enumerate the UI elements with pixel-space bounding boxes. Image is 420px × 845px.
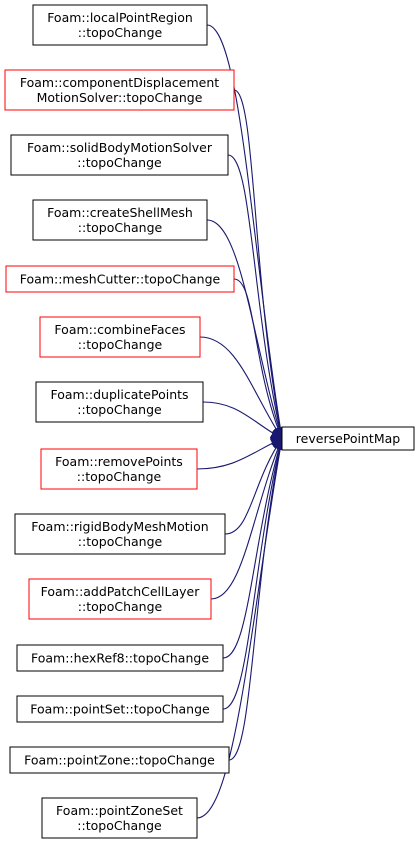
caller-node[interactable]: Foam::combineFaces::topoChange — [39, 316, 201, 358]
caller-node-label: Foam::rigidBodyMeshMotion — [31, 519, 208, 534]
caller-node-box — [16, 695, 224, 723]
call-edge — [228, 439, 282, 761]
caller-node-label: MotionSolver::topoChange — [37, 90, 203, 105]
caller-node-label: Foam::addPatchCellLayer — [41, 584, 201, 599]
call-edge — [222, 439, 282, 659]
caller-node-box — [32, 199, 208, 241]
caller-node-label: ::topoChange — [77, 818, 162, 833]
call-edge — [199, 336, 282, 439]
caller-node-label: ::topoChange — [78, 534, 163, 549]
caller-node[interactable]: Foam::pointSet::topoChange — [16, 695, 224, 723]
caller-node-label: Foam::pointZone::topoChange — [24, 753, 215, 768]
caller-node-label: Foam::componentDisplacement — [20, 75, 219, 90]
caller-node-label: Foam::meshCutter::topoChange — [20, 272, 221, 287]
caller-node[interactable]: Foam::removePoints::topoChange — [40, 448, 198, 490]
caller-node-label: Foam::hexRef8::topoChange — [31, 651, 209, 666]
caller-node-box — [39, 316, 201, 358]
caller-node-box — [5, 265, 235, 293]
caller-node-box — [4, 69, 235, 111]
target-node-label: reversePointMap — [296, 431, 400, 446]
nodes-layer: Foam::localPointRegion::topoChangeFoam::… — [4, 4, 235, 839]
caller-node-box — [10, 134, 229, 176]
call-edge — [224, 439, 282, 535]
call-edge — [202, 401, 282, 439]
call-edge — [206, 24, 282, 439]
caller-node-label: Foam::createShellMesh — [47, 205, 193, 220]
caller-node[interactable]: Foam::solidBodyMotionSolver::topoChange — [10, 134, 229, 176]
caller-node-label: ::topoChange — [78, 25, 163, 40]
caller-node[interactable]: Foam::createShellMesh::topoChange — [32, 199, 208, 241]
caller-node-box — [14, 513, 226, 555]
caller-node[interactable]: Foam::localPointRegion::topoChange — [32, 4, 208, 46]
caller-node[interactable]: Foam::pointZoneSet::topoChange — [41, 797, 198, 839]
caller-node-box — [35, 381, 204, 423]
caller-node-box — [16, 644, 224, 672]
call-edge — [196, 439, 282, 819]
caller-node-box — [40, 448, 198, 490]
caller-node-label: Foam::localPointRegion — [47, 10, 193, 25]
caller-node-label: ::topoChange — [77, 155, 162, 170]
caller-node-label: Foam::duplicatePoints — [50, 387, 188, 402]
caller-node-label: ::topoChange — [78, 337, 163, 352]
caller-node-label: ::topoChange — [78, 220, 163, 235]
caller-node-label: Foam::pointZoneSet — [56, 803, 183, 818]
caller-node-label: ::topoChange — [77, 469, 162, 484]
caller-node-label: Foam::pointSet::topoChange — [30, 702, 210, 717]
call-edge — [222, 439, 282, 710]
call-edge — [233, 278, 282, 439]
caller-node-label: ::topoChange — [78, 599, 163, 614]
caller-node-box — [41, 797, 198, 839]
caller-node[interactable]: Foam::meshCutter::topoChange — [5, 265, 235, 293]
call-edge — [233, 89, 282, 439]
caller-node[interactable]: Foam::rigidBodyMeshMotion::topoChange — [14, 513, 226, 555]
caller-node[interactable]: Foam::duplicatePoints::topoChange — [35, 381, 204, 423]
caller-node[interactable]: Foam::pointZone::topoChange — [9, 746, 230, 774]
caller-node-label: Foam::combineFaces — [54, 322, 185, 337]
caller-node-label: Foam::removePoints — [55, 454, 183, 469]
call-edge — [210, 439, 282, 600]
caller-node-label: ::topoChange — [77, 402, 162, 417]
call-edge — [227, 154, 282, 439]
caller-node-label: Foam::solidBodyMotionSolver — [27, 140, 213, 155]
edges-layer — [196, 24, 282, 819]
caller-node-box — [9, 746, 230, 774]
target-node[interactable]: reversePointMap — [281, 426, 415, 451]
caller-node[interactable]: Foam::hexRef8::topoChange — [16, 644, 224, 672]
target-node-box — [281, 426, 415, 451]
call-edge — [196, 439, 282, 470]
caller-node[interactable]: Foam::componentDisplacementMotionSolver:… — [4, 69, 235, 111]
caller-node-box — [28, 578, 212, 620]
caller-node[interactable]: Foam::addPatchCellLayer::topoChange — [28, 578, 212, 620]
caller-node-box — [32, 4, 208, 46]
